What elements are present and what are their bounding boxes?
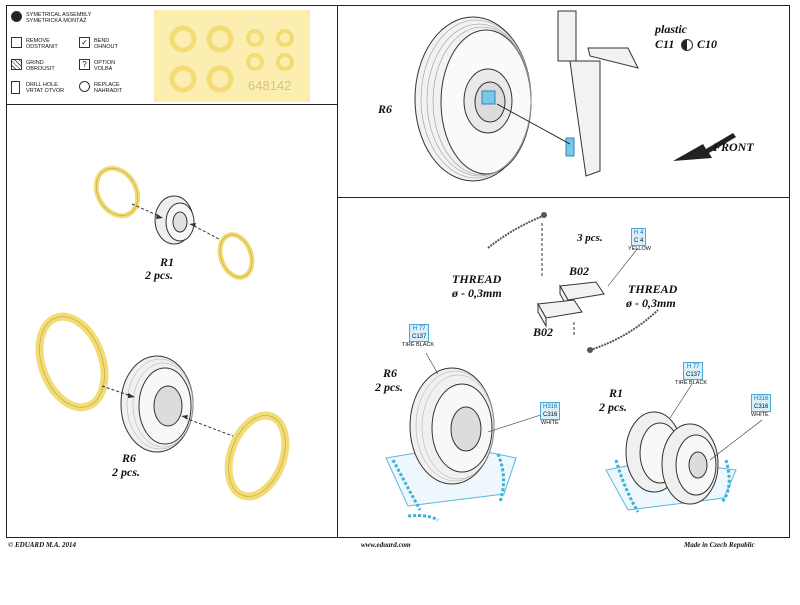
legend-remove: REMOVE ODSTRANIT [26, 38, 58, 50]
left-wheels-drawing [35, 165, 290, 501]
paint-code: H 77 [412, 326, 426, 332]
legend-text: BEND [94, 38, 110, 44]
divider-vertical [337, 5, 338, 538]
paint-code: C316 [754, 404, 769, 410]
b02-qty: 3 pcs. [577, 232, 603, 244]
r6-tire-paint-box: H 77 C137 [409, 324, 430, 342]
instruction-frame [6, 5, 790, 538]
r6-tire-paint-name: TIRE BLACK [402, 342, 435, 348]
thread-right-dim: ø - 0,3mm [626, 296, 676, 310]
legend-text: VOLBA [94, 66, 113, 72]
mask-rings [169, 25, 294, 93]
legend-text: SYMETRICKÁ MONTÁŽ [26, 18, 87, 24]
paint-code: H316 [543, 404, 558, 410]
r1-white-paint-box: H316 C316 [751, 394, 772, 412]
plastic-label: plastic [655, 22, 687, 36]
nose-gear-drawing [414, 10, 736, 182]
bend-icon: ✓ [79, 37, 90, 48]
br-r6-label: R6 [383, 366, 398, 380]
thread-left-title: THREAD [452, 272, 502, 286]
paint-code: H 4 [634, 230, 644, 236]
legend-text: REMOVE [26, 38, 50, 44]
br-r1-label: R1 [609, 386, 624, 400]
legend-drill-hole: DRILL HOLE VRTAT OTVOR [26, 82, 64, 94]
legend-text: OPTION [94, 60, 116, 66]
thread-right-title: THREAD [628, 282, 678, 296]
paint-code: H 77 [686, 364, 700, 370]
mask-part-number: 648142 [248, 78, 292, 93]
br-r6-qty: 2 pcs. [375, 380, 403, 394]
symmetrical-icon [681, 39, 693, 51]
r1-tire-paint-box: H 77 C137 [683, 362, 704, 380]
legend-grind: GRIND OBROUSIT [26, 60, 55, 72]
paint-yellow-box: H 4 C 4 [631, 228, 647, 246]
legend-symmetrical: SYMETRICAL ASSEMBLY SYMETRICKÁ MONTÁŽ [26, 12, 91, 24]
left-r6-qty: 2 pcs. [112, 465, 140, 479]
replace-icon [79, 81, 90, 92]
legend-replace: REPLACE NAHRADIT [94, 82, 122, 94]
r6-white-paint-name: WHITE [541, 420, 559, 426]
divider-left-top [6, 104, 337, 105]
top-r6-label: R6 [378, 102, 393, 116]
grind-icon [11, 59, 22, 70]
paint-code: C137 [412, 334, 427, 340]
mask-sheet: 648142 [154, 10, 310, 102]
legend-text: DRILL HOLE [26, 82, 58, 88]
legend-option: OPTION VOLBA [94, 60, 115, 72]
legend-bend: BEND OHNOUT [94, 38, 118, 50]
legend-text: OBROUSIT [26, 66, 55, 72]
thread-left-dim: ø - 0,3mm [452, 286, 502, 300]
r1-tire-paint-name: TIRE BLACK [675, 380, 708, 386]
legend-text: REPLACE [94, 82, 120, 88]
legend-text: ODSTRANIT [26, 44, 58, 50]
paint-yellow-name: YELLOW [628, 246, 651, 252]
remove-icon [11, 37, 22, 48]
footer-copyright: © EDUARD M.A. 2014 [8, 541, 77, 549]
r6-white-paint-box: H316 C316 [540, 402, 561, 420]
left-r1-label: R1 [160, 255, 175, 269]
legend-text: GRIND [26, 60, 44, 66]
r1-white-paint-name: WHITE [751, 412, 769, 418]
front-label: FRONT [713, 140, 754, 154]
legend-text: SYMETRICAL ASSEMBLY [26, 12, 92, 18]
b02-top-label: B02 [569, 264, 590, 278]
legend-text: NAHRADIT [94, 88, 123, 94]
divider-right-middle [337, 197, 790, 198]
paint-code: C137 [686, 372, 701, 378]
b02-bottom-label: B02 [533, 325, 554, 339]
drill-hole-icon [11, 81, 20, 94]
left-r1-qty: 2 pcs. [145, 268, 173, 282]
chocks-drawing [385, 212, 763, 522]
footer-origin: Made in Czech Republic [684, 541, 755, 549]
option-icon: ? [79, 59, 90, 70]
paint-code: C316 [543, 412, 558, 418]
plastic-part-right: C10 [697, 37, 718, 51]
symbol-legend: SYMETRICAL ASSEMBLY SYMETRICKÁ MONTÁŽ RE… [9, 9, 139, 97]
footer-website: www.eduard.com [361, 541, 411, 549]
plastic-part-left: C11 [655, 37, 675, 51]
legend-text: OHNOUT [94, 44, 118, 50]
paint-code: H316 [754, 396, 769, 402]
symmetrical-icon [11, 11, 22, 22]
left-r6-label: R6 [122, 451, 137, 465]
br-r1-qty: 2 pcs. [599, 400, 627, 414]
paint-code: C 4 [634, 238, 644, 244]
legend-text: VRTAT OTVOR [26, 88, 65, 94]
